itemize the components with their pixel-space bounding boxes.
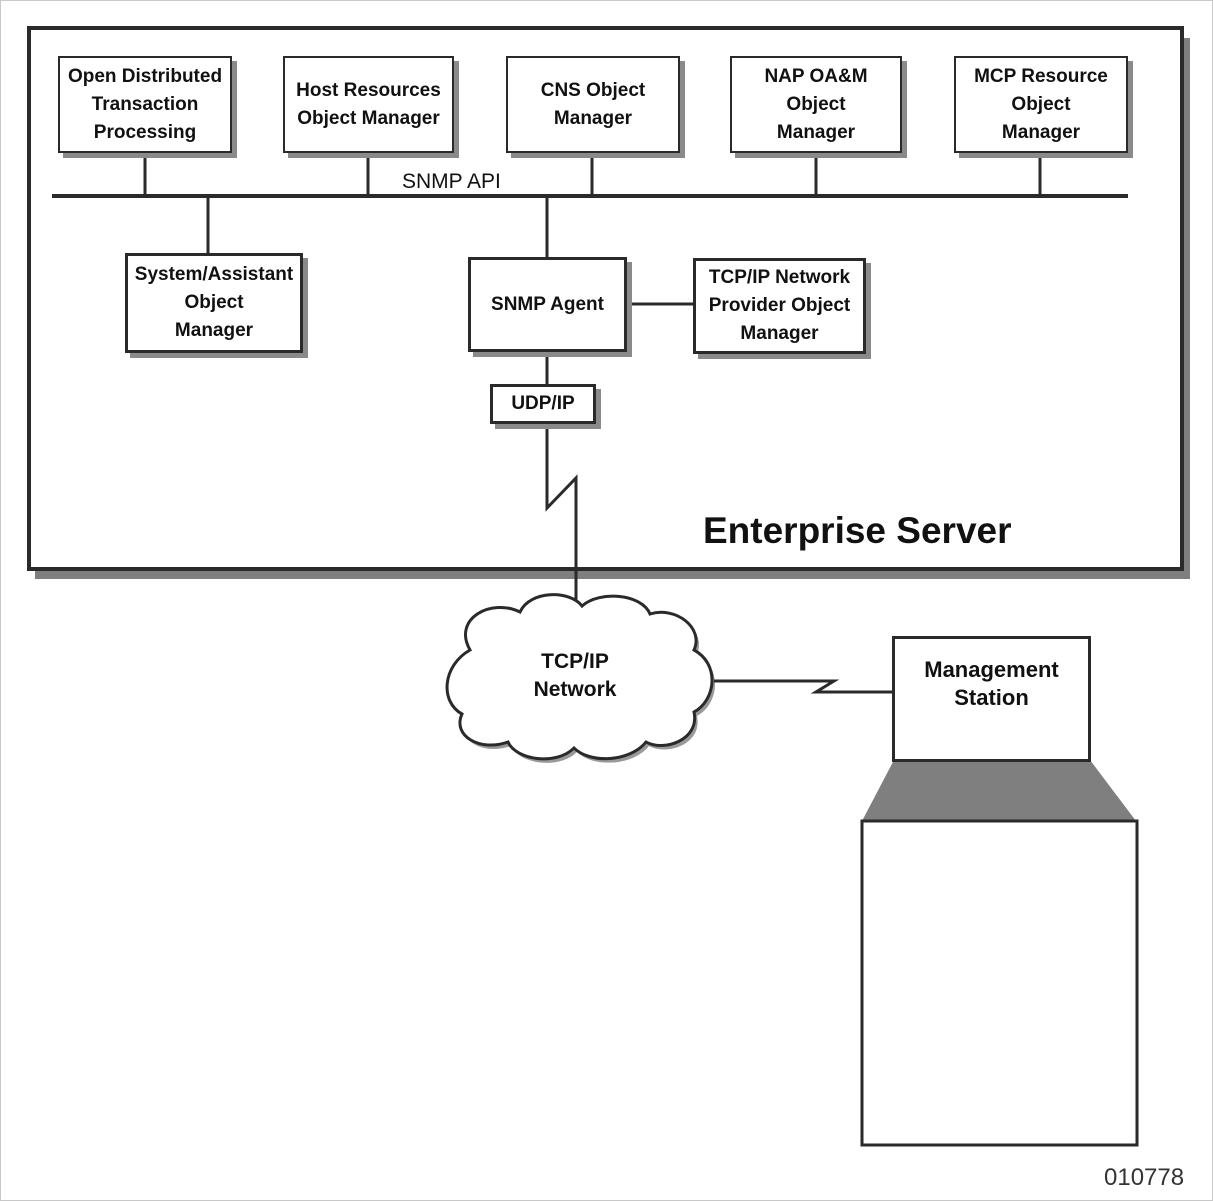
box-label: Provider Object: [708, 295, 851, 316]
lightning-link-cloud-station: [714, 679, 894, 694]
box-label: Processing: [93, 121, 197, 143]
box-label: Manager: [740, 323, 819, 344]
box-label: UDP/IP: [511, 393, 575, 414]
box-label: Object Manager: [297, 107, 440, 129]
box-label: Manager: [174, 320, 254, 341]
monitor-neck: [862, 760, 1136, 821]
enterprise-server-label: Enterprise Server: [703, 510, 1012, 551]
box-label: Management: [924, 657, 1059, 682]
box-label: Manager: [553, 107, 633, 129]
box-label: System/Assistant: [134, 264, 294, 285]
box-label: Transaction: [91, 93, 199, 115]
snmp-agent: SNMP Agent: [468, 257, 627, 352]
box-label: TCP/IP Network: [708, 267, 851, 288]
box-label: MCP Resource: [974, 65, 1108, 87]
udp-ip-box: UDP/IP: [490, 384, 596, 424]
cloud-shape: [445, 593, 714, 761]
box-label: SNMP Agent: [491, 293, 604, 315]
lightning-link-udp-cloud: [545, 423, 578, 622]
box-label: Station: [954, 685, 1029, 710]
workstation-body: [860, 819, 1139, 1147]
snmp-api-label: SNMP API: [402, 170, 501, 193]
box-label: NAP OA&M: [764, 65, 868, 87]
box-label: Manager: [1001, 121, 1081, 143]
box-label: Manager: [776, 121, 856, 143]
tcpip-network-label: TCP/IP Network: [500, 648, 650, 704]
cloud-label-line: TCP/IP: [541, 650, 609, 673]
cloud-label-line: Network: [533, 678, 617, 701]
box-label: CNS Object: [540, 79, 646, 101]
box-label: Open Distributed: [67, 65, 223, 87]
box-label: Object: [184, 292, 244, 313]
box-label: Object: [1011, 93, 1071, 115]
figure-id: 010778: [1104, 1164, 1185, 1191]
box-label: Object: [786, 93, 846, 115]
box-label: Host Resources: [296, 79, 441, 101]
